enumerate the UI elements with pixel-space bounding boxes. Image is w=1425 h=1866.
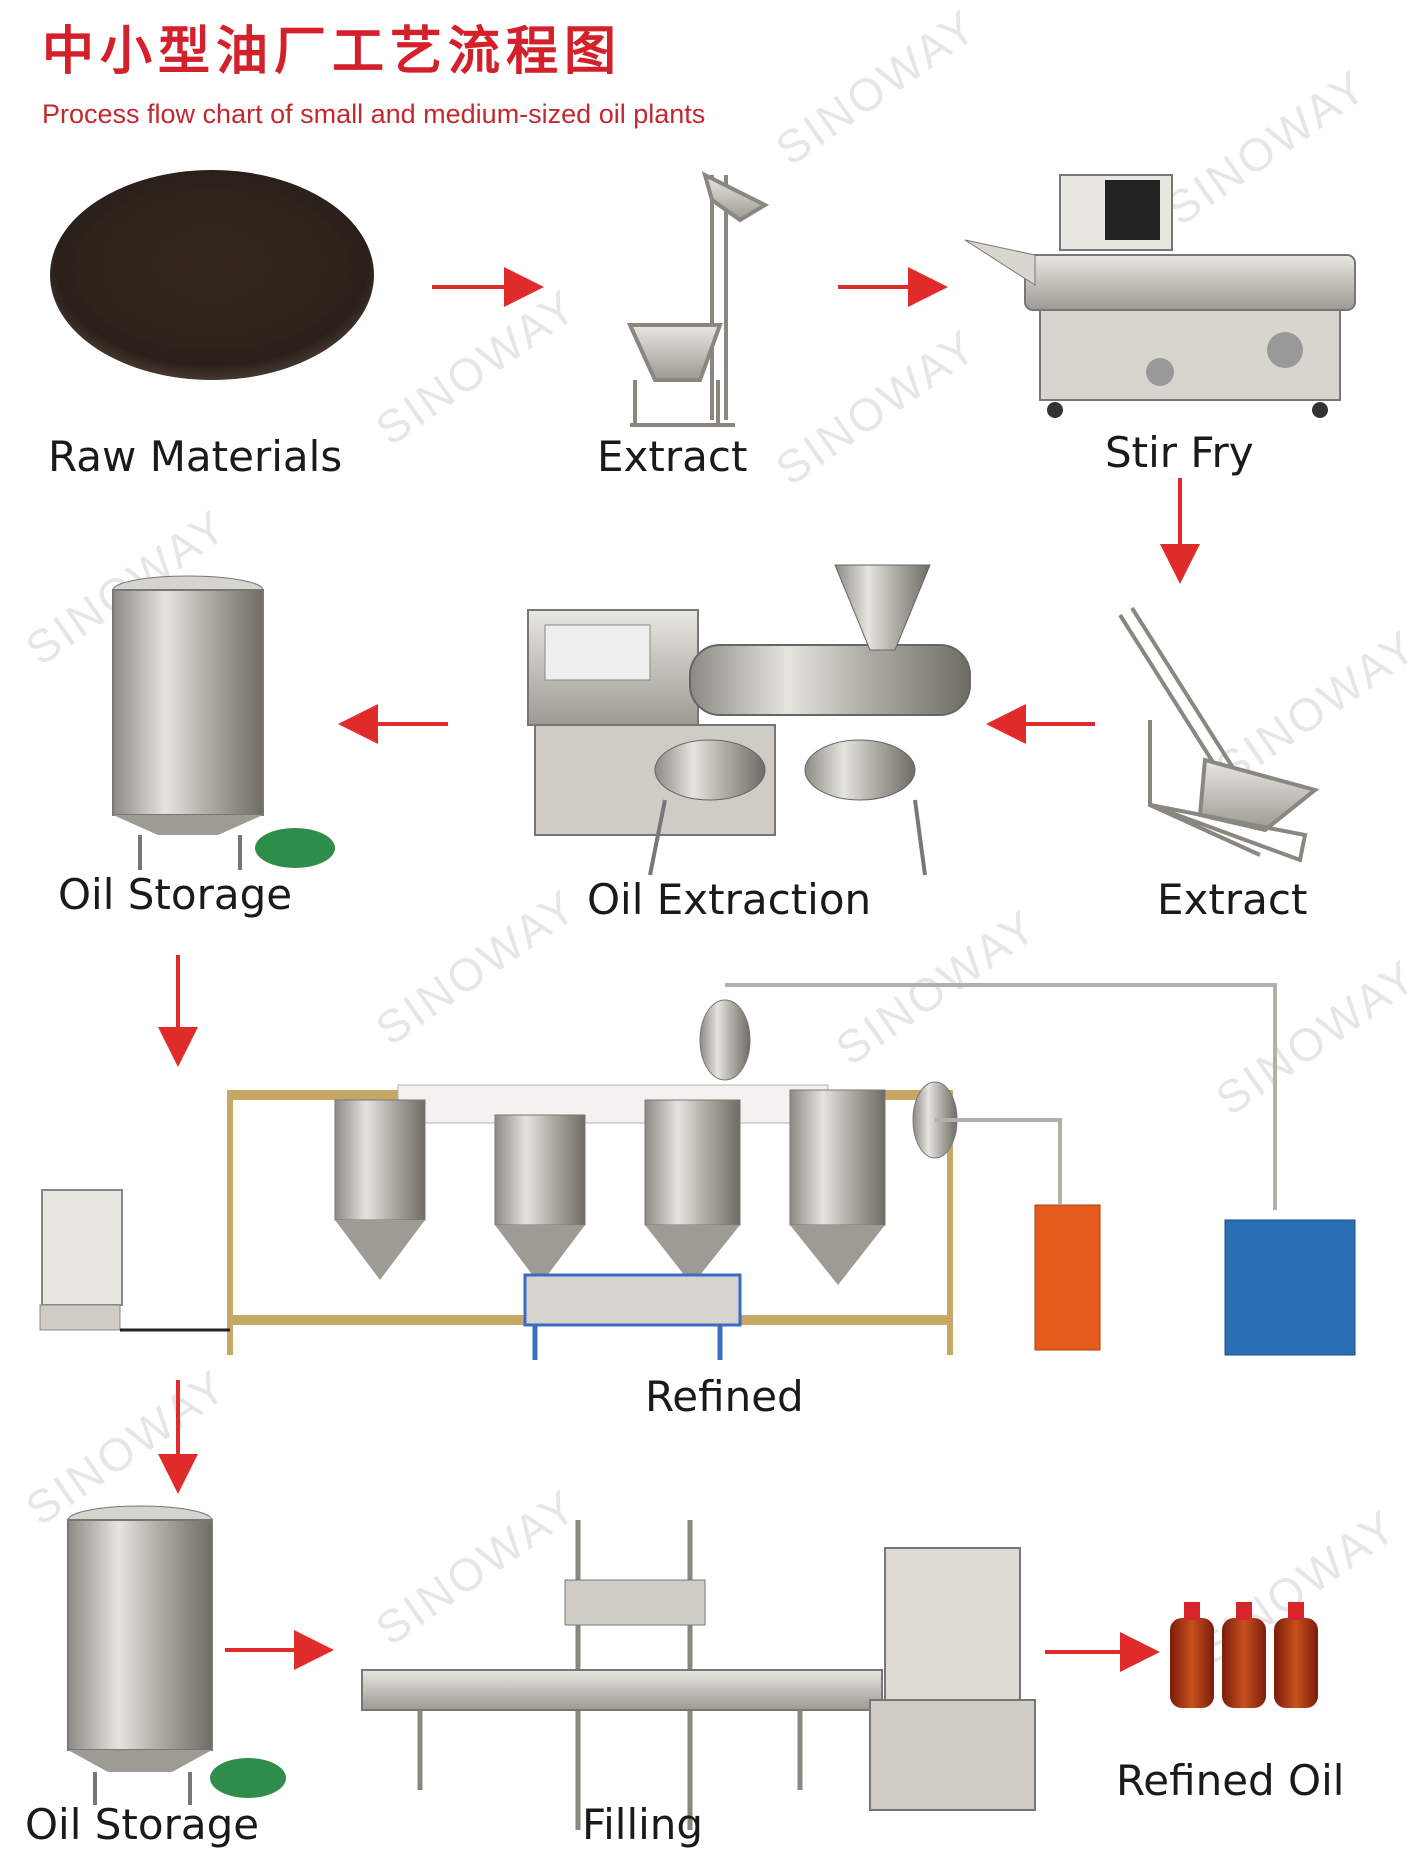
oil-storage-tank-image [112,575,335,870]
oil-storage-tank-image [67,1505,286,1805]
filling-machine-image [361,1520,1036,1830]
refined-oil-bottles-image [1170,1602,1318,1708]
step-label-filling: Filling [582,1800,704,1849]
step-label-extract: Extract [597,432,748,481]
step-label-refined-oil: Refined Oil [1116,1756,1345,1805]
step-label-raw-materials: Raw Materials [48,432,343,481]
refinery-plant-image [39,983,1356,1360]
step-label-stir-fry: Stir Fry [1105,428,1254,477]
step-label-oil-storage: Oil Storage [25,1800,260,1849]
extract-conveyor-image [1118,606,1320,863]
step-label-refined: Refined [645,1372,804,1421]
title-english: Process flow chart of small and medium-s… [42,99,706,129]
oil-press-image [527,564,971,876]
raw-materials-image [50,170,374,380]
step-label-oil-storage: Oil Storage [58,870,293,919]
step-label-oil-extraction: Oil Extraction [587,875,872,924]
step-label-extract: Extract [1157,875,1308,924]
stir-fry-machine-image [964,174,1356,418]
title-chinese: 中小型油厂工艺流程图 [42,22,623,82]
extract-elevator-image [626,171,770,427]
